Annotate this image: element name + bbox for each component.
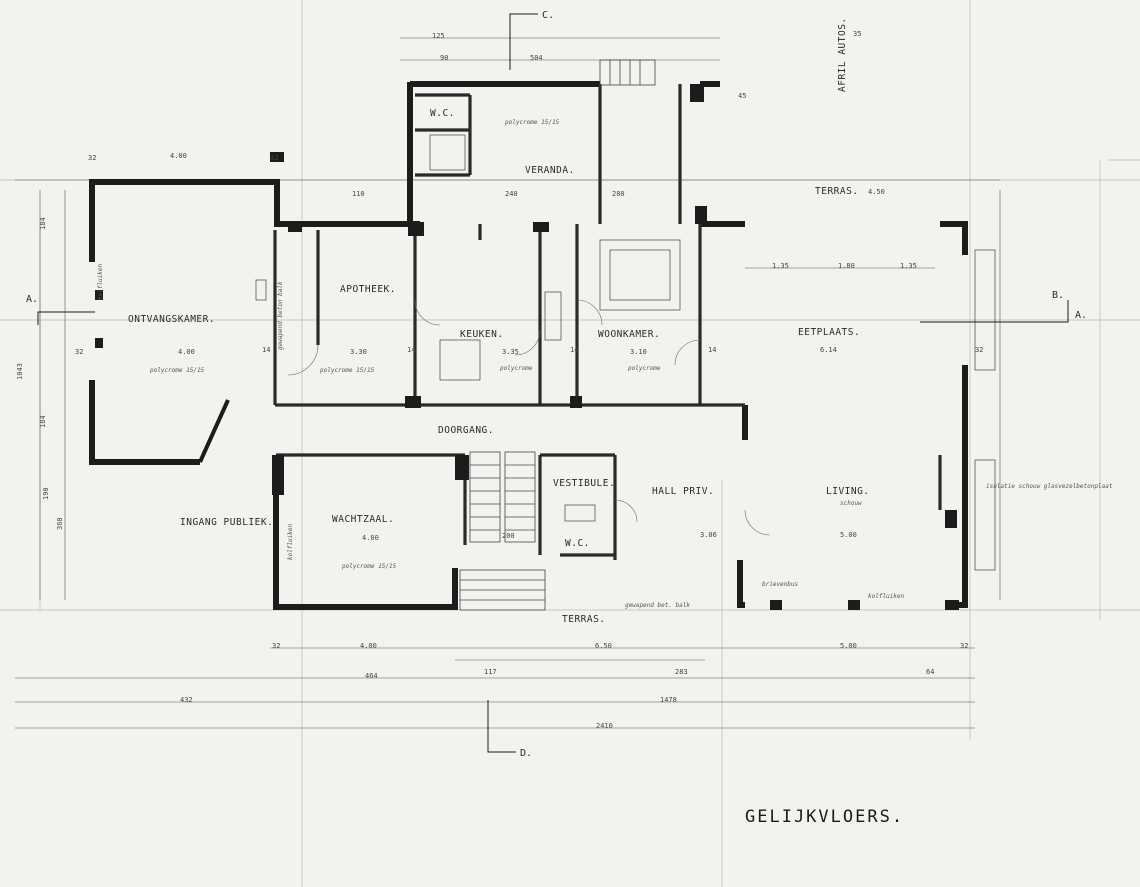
note-kolfluiken-wachtzaal: kolfluiken (287, 523, 294, 560)
dim-text: 190 (42, 487, 50, 500)
dim-text: 117 (484, 668, 497, 676)
room-label-hall-priv: HALL PRIV. (652, 486, 714, 497)
note-schouw: schouw (840, 500, 862, 507)
dim-text: 5.00 (840, 531, 857, 539)
section-marks (37, 13, 1069, 753)
dim-text: 6.14 (820, 346, 837, 354)
dim-text: 110 (352, 190, 365, 198)
room-label-wc-top: W.C. (430, 108, 455, 119)
section-mark-b: B. (1052, 290, 1064, 301)
wall-piers (95, 84, 959, 610)
dim-text: 14 (407, 346, 415, 354)
room-label-wc-bottom: W.C. (565, 538, 590, 549)
dim-text: 200 (502, 532, 515, 540)
room-label-vestibule: VESTIBULE. (553, 478, 615, 489)
note-polycrome-wachtzaal: polycrome 15/15 (342, 563, 397, 570)
dim-text: 32 (975, 346, 983, 354)
dim-text: 1043 (16, 363, 24, 380)
room-label-wachtzaal: WACHTZAAL. (332, 514, 394, 525)
section-mark-a-right: A. (1075, 310, 1087, 321)
dim-text: 3.35 (502, 348, 519, 356)
entrance-wall (198, 399, 230, 463)
dim-text: 240 (505, 190, 518, 198)
dim-text: 3.06 (700, 531, 717, 539)
note-polycrome-woon: polycrome (628, 365, 661, 372)
dim-text: 3.30 (350, 348, 367, 356)
dim-text: 5.00 (840, 642, 857, 650)
room-label-living: LIVING. (826, 486, 870, 497)
room-label-afril-autos: AFRIL AUTOS. (837, 17, 848, 92)
dim-text: 432 (180, 696, 193, 704)
dim-text: 14 (708, 346, 716, 354)
note-polycrome-veranda: polycrome 15/15 (505, 119, 560, 126)
drawing-title: GELIJKVLOERS. (745, 807, 904, 827)
dim-text: 32 (272, 642, 280, 650)
dim-text: 4.00 (170, 152, 187, 160)
dim-text: 280 (612, 190, 625, 198)
plan-notes: polycrome 15/15 polycrome 15/15 polycrom… (97, 119, 1113, 609)
room-label-doorgang: DOORGANG. (438, 425, 494, 436)
room-label-ontvangskamer: ONTVANGSKAMER. (128, 314, 215, 325)
room-label-terras-bottom: TERRAS. (562, 614, 606, 625)
section-mark-a-left: A. (26, 294, 38, 305)
section-mark-d: D. (520, 748, 532, 759)
dim-text: 1478 (660, 696, 677, 704)
dim-text: 184 (39, 415, 47, 428)
room-label-apotheek: APOTHEEK. (340, 284, 396, 295)
dim-text: 14 (262, 346, 270, 354)
dim-text: 4.50 (868, 188, 885, 196)
note-brievenbus: brievenbus (762, 581, 799, 588)
dim-text: 283 (675, 668, 688, 676)
note-gewapend-bet: gewapend bet. balk (625, 602, 690, 609)
room-label-terras-top: TERRAS. (815, 186, 859, 197)
door-swings (287, 299, 771, 536)
room-label-keuken: KEUKEN. (460, 329, 504, 340)
dim-text: 45 (738, 92, 746, 100)
dim-text: 184 (39, 217, 47, 230)
dim-text: 125 (432, 32, 445, 40)
dim-text: 1.80 (838, 262, 855, 270)
dim-text: 464 (365, 672, 378, 680)
note-polycrome-ontvang: polycrome 15/15 (150, 367, 205, 374)
fixtures (255, 134, 996, 571)
dim-text: 4.00 (360, 642, 377, 650)
note-kolfluiken-left: kolfluiken (97, 263, 104, 300)
dim-text: 504 (530, 54, 543, 62)
dim-text: 1.35 (900, 262, 917, 270)
dim-text: 32 (88, 154, 96, 162)
dim-text: 90 (440, 54, 448, 62)
dimension-lines (15, 37, 1001, 729)
dim-text: 4.00 (178, 348, 195, 356)
dim-text: 32 (960, 642, 968, 650)
note-kolfluiken-living: kolfluiken (868, 593, 905, 600)
dim-text: 3.10 (630, 348, 647, 356)
dim-text: 32 (270, 154, 278, 162)
note-polycrome-keuken: polycrome (500, 365, 533, 372)
dim-text: 64 (926, 668, 934, 676)
room-label-ingang-publiek: INGANG PUBLIEK. (180, 517, 273, 528)
room-labels: ONTVANGSKAMER. APOTHEEK. W.C. VERANDA. K… (128, 17, 870, 625)
dim-text: 32 (75, 348, 83, 356)
section-mark-c: C. (542, 10, 554, 21)
note-gewap-beton: gewapend beton balk (277, 281, 284, 350)
room-label-eetplaats: EETPLAATS. (798, 327, 860, 338)
dimension-labels: 4.00 4.00 3.30 3.35 3.10 6.14 4.00 3.06 … (16, 30, 983, 730)
room-label-woonkamer: WOONKAMER. (598, 329, 660, 340)
note-isolatie: isolatie schouw glasvezelbetonplaat (986, 483, 1113, 490)
dim-text: 14 (570, 346, 578, 354)
interior-walls (273, 84, 942, 560)
room-label-veranda: VERANDA. (525, 165, 575, 176)
dim-text: 2410 (596, 722, 613, 730)
dim-text: 1.35 (772, 262, 789, 270)
stairs (459, 59, 656, 611)
note-polycrome-apotheek: polycrome 15/15 (320, 367, 375, 374)
dim-text: 35 (853, 30, 861, 38)
dim-text: 4.00 (362, 534, 379, 542)
dim-text: 360 (56, 517, 64, 530)
dim-text: 6.50 (595, 642, 612, 650)
